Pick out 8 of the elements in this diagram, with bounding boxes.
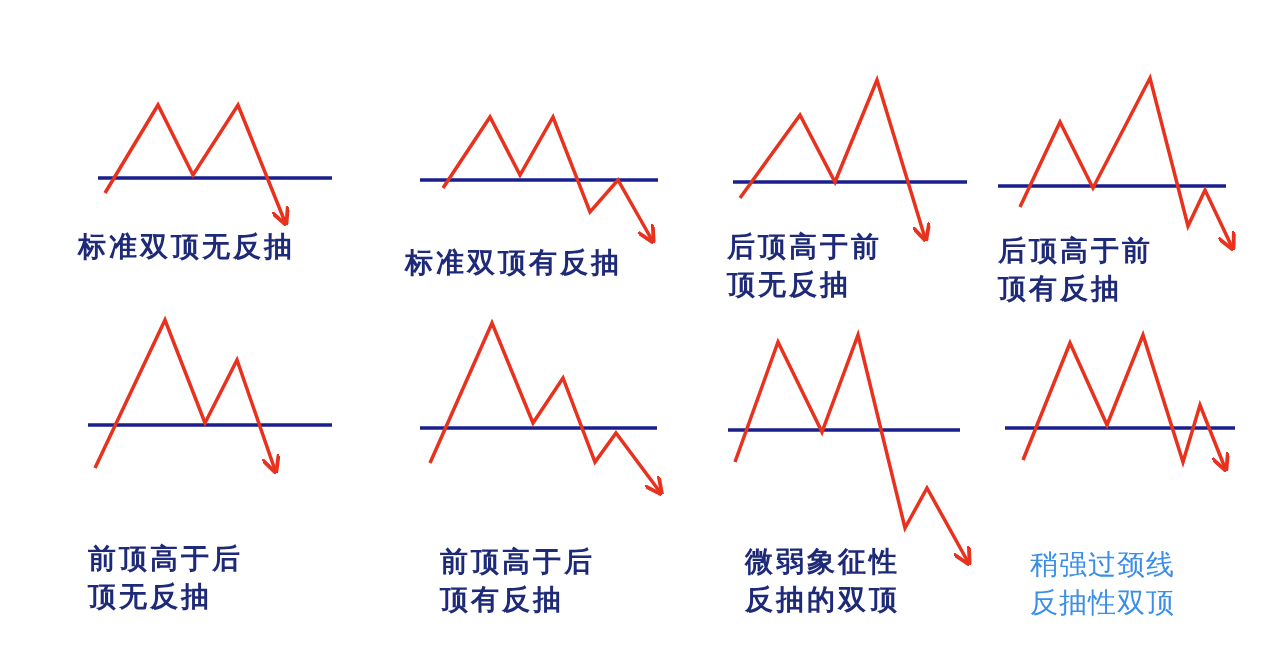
chart-caption: 后顶高于前顶无反抽 (727, 229, 883, 303)
chart-caption: 前顶高于后顶无反抽 (88, 541, 244, 615)
chart-caption: 稍强过颈线反抽性双顶 (1030, 547, 1176, 621)
chart-caption: 标准双顶有反抽 (405, 245, 623, 281)
chart-caption: 后顶高于前顶有反抽 (998, 233, 1154, 307)
chart-caption: 标准双顶无反抽 (78, 229, 296, 265)
chart-caption: 微弱象征性反抽的双顶 (745, 544, 901, 618)
chart-caption: 前顶高于后顶有反抽 (440, 544, 596, 618)
